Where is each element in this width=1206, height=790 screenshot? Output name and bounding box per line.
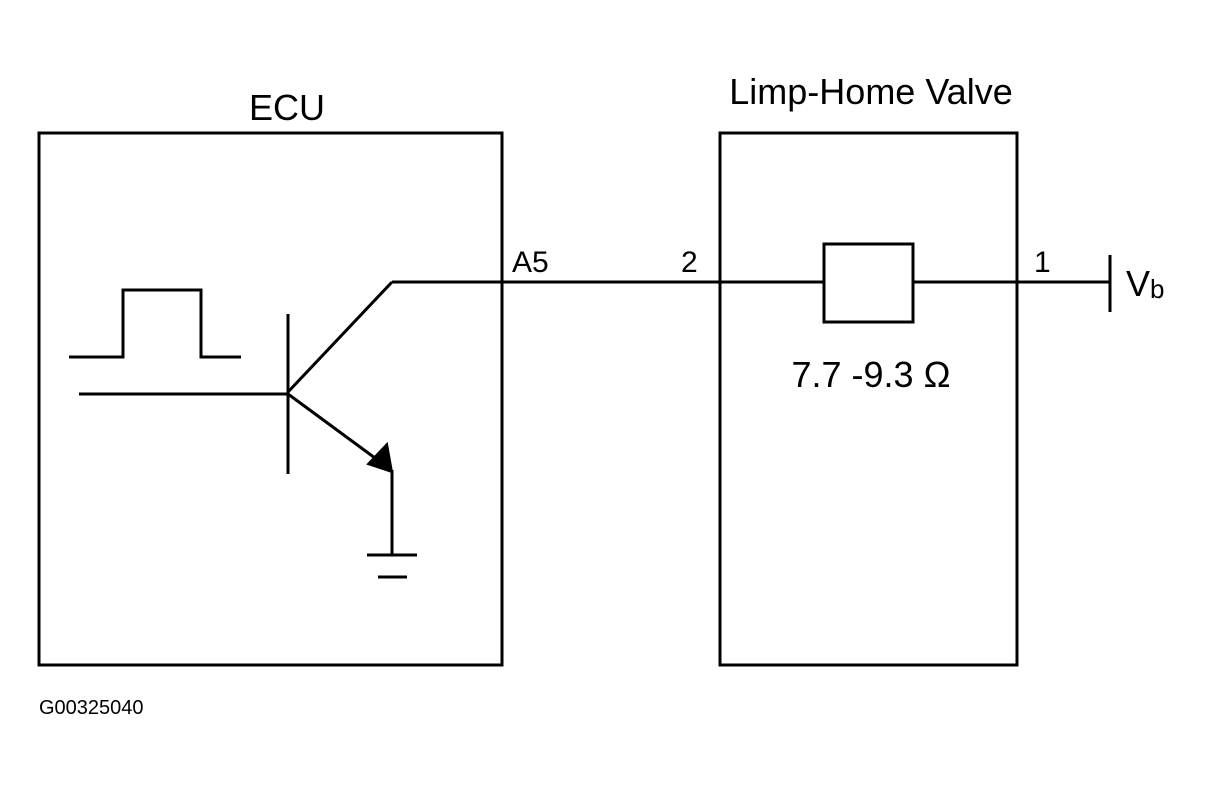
- ecu-title: ECU: [249, 87, 325, 128]
- ecu-pin-label: A5: [512, 246, 549, 279]
- supply-label-sub: b: [1150, 274, 1164, 304]
- ecu-box: [37, 131, 504, 667]
- supply-terminal: Vb: [1108, 255, 1164, 312]
- resistance-label: 7.7 -9.3 Ω: [792, 354, 951, 395]
- valve-title: Limp-Home Valve: [729, 71, 1012, 112]
- transistor-icon: [79, 280, 394, 555]
- pulse-waveform-icon: [69, 288, 241, 359]
- valve-pin-out-label: 1: [1034, 246, 1051, 279]
- resistor-icon: [822, 242, 915, 324]
- emitter-arrow-icon: [366, 441, 394, 474]
- transistor-emitter: [287, 392, 376, 460]
- ground-icon: [367, 553, 417, 579]
- valve-pin-in-label: 2: [681, 246, 698, 279]
- valve-block: Limp-Home Valve 2 1 7.7 -9.3 Ω: [681, 71, 1110, 667]
- supply-label: Vb: [1126, 263, 1164, 304]
- valve-box: [718, 131, 1019, 667]
- ecu-block: ECU A5: [37, 87, 549, 667]
- transistor-collector: [286, 280, 394, 394]
- figure-id: G00325040: [39, 697, 144, 719]
- supply-label-main: V: [1126, 263, 1150, 304]
